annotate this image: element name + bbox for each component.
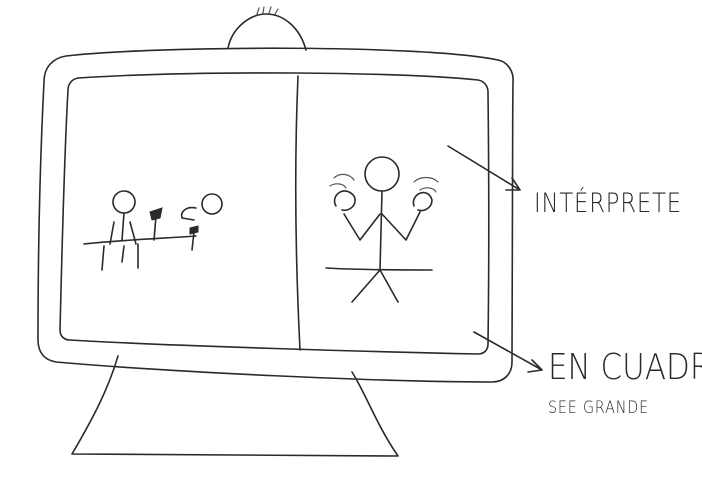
interpreter-legs	[352, 270, 398, 302]
label-framing-subtitle: SEE GRANDE	[548, 398, 649, 418]
right-motion-marks	[414, 178, 438, 193]
interpreter-head	[365, 157, 399, 191]
arrow-to-interpreter	[448, 146, 520, 190]
interpreter-left-hand	[335, 191, 356, 210]
camera-dome	[228, 14, 306, 50]
label-framing: EN CUADRE	[548, 347, 702, 388]
monitor-outer-frame	[38, 48, 513, 382]
interpreter-floor	[326, 268, 432, 270]
desk-legs	[102, 244, 138, 270]
interpreter-right-hand	[413, 193, 432, 211]
interpreter-torso	[380, 191, 382, 270]
left-panel-scene	[84, 191, 222, 270]
monitor-stand	[72, 356, 398, 456]
camera-hair-marks	[257, 7, 278, 14]
person-right-stem	[192, 232, 194, 250]
screen-divider	[296, 76, 300, 350]
left-motion-marks	[330, 174, 354, 188]
microphone-head	[150, 208, 162, 220]
desk-line	[84, 236, 196, 244]
person-left-head	[113, 191, 135, 213]
person-right-hand	[182, 208, 196, 220]
label-interpreter: INTÉRPRETE	[534, 188, 682, 219]
interpreter-figure	[326, 157, 438, 302]
person-right-head	[202, 194, 222, 214]
